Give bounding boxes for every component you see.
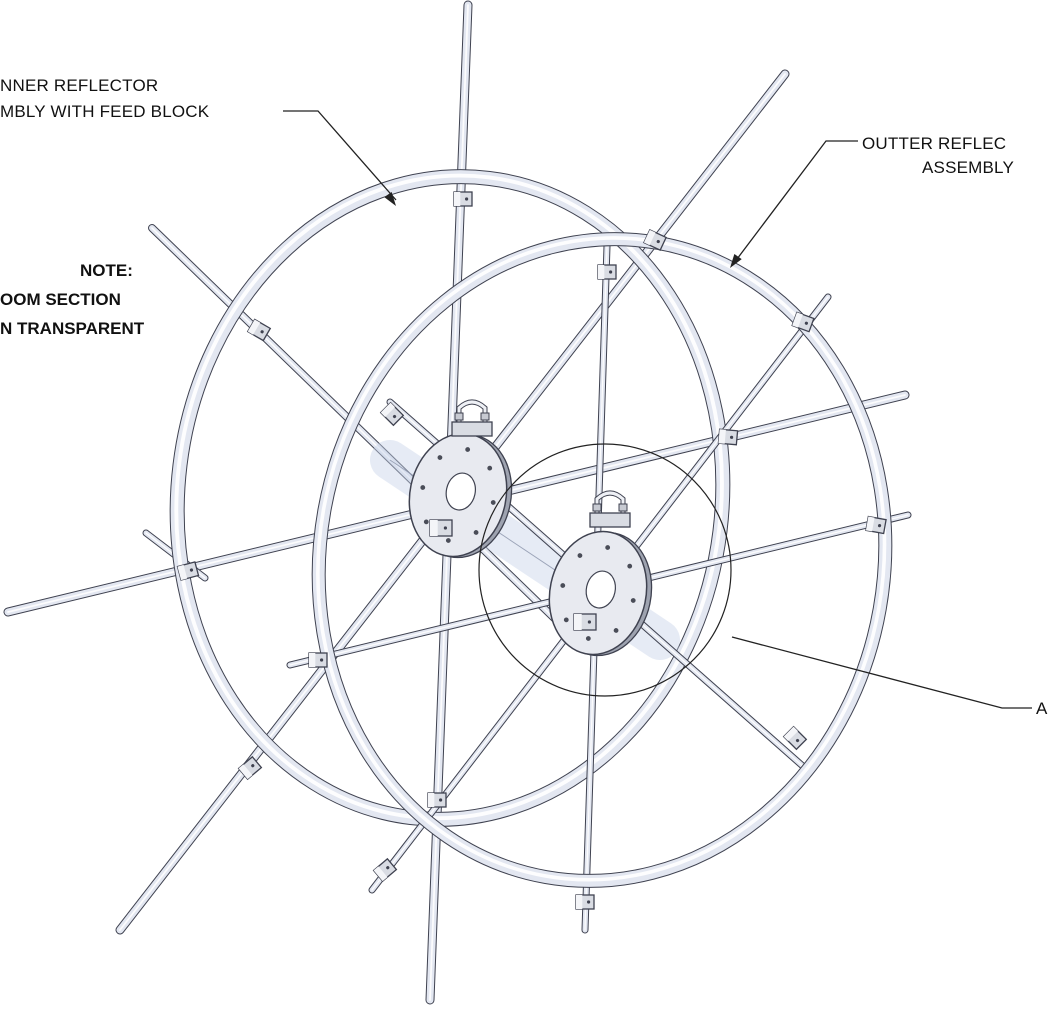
detail-a-circle <box>478 443 732 697</box>
detail-a-label: A <box>1036 699 1048 718</box>
rear-u-bolt-clamp <box>451 399 493 437</box>
outer-reflector-leader <box>733 140 858 264</box>
note-line1: OOM SECTION <box>0 290 121 309</box>
element-clamp-9 <box>865 515 887 535</box>
element-clamp-1 <box>453 191 473 207</box>
element-clamp-11 <box>372 857 398 883</box>
element-clamp-5 <box>237 755 263 781</box>
front-u-bolt-clamp <box>589 490 631 528</box>
outer-reflector-label-line2: ASSEMBLY <box>922 158 1014 177</box>
element-clamp-13 <box>782 725 808 751</box>
outer-reflector-arrowhead <box>730 253 742 268</box>
note-heading: NOTE: <box>80 261 133 280</box>
element-clamp-7 <box>717 428 739 446</box>
element-clamp-3 <box>246 318 272 342</box>
inner-reflector-ring <box>169 169 731 827</box>
front-feed-block <box>573 613 597 631</box>
element-clamp-12 <box>575 894 595 910</box>
inner-reflector-label-line1: NNER REFLECTOR <box>0 76 159 95</box>
element-clamp-8 <box>791 311 815 333</box>
inner-reflector-label-line2: MBLY WITH FEED BLOCK <box>0 102 210 121</box>
outer-reflector-label-line1: OUTTER REFLEC <box>862 134 1007 153</box>
note-line2: N TRANSPARENT <box>0 319 145 338</box>
element-clamp-2 <box>643 228 667 252</box>
element-clamp-10 <box>308 652 328 668</box>
element-clamp-6 <box>427 792 447 808</box>
inner-reflector-arrowhead <box>384 191 396 206</box>
rear-feed-block <box>429 519 453 537</box>
element-clamp-14 <box>597 264 617 280</box>
element-clamp-15 <box>379 401 405 427</box>
inner-diagonal-element-b <box>148 224 589 652</box>
inner-reflector-leader <box>283 110 397 201</box>
element-clamp-4 <box>176 561 200 581</box>
detail-a-leader <box>731 636 1032 709</box>
